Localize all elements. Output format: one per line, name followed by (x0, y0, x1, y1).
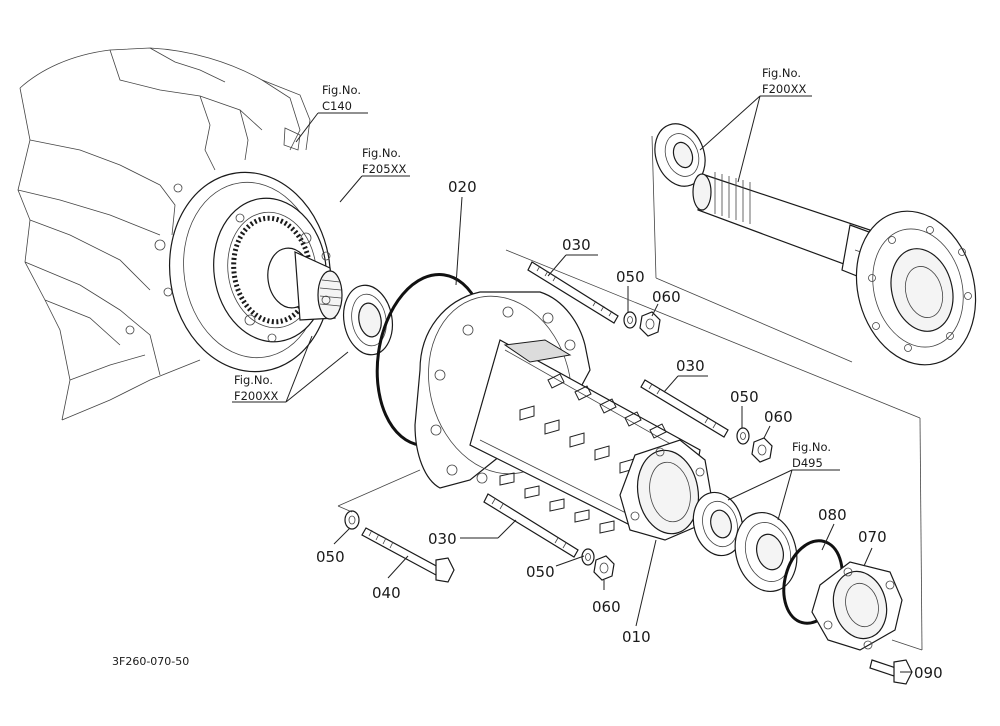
svg-text:F205XX: F205XX (362, 162, 406, 176)
fig-ref-f205xx: Fig.No. F205XX (362, 146, 406, 176)
svg-text:Fig.No.: Fig.No. (362, 146, 401, 160)
callout-050-left: 050 (316, 548, 345, 566)
bolt-040 (361, 527, 455, 583)
svg-text:F200XX: F200XX (762, 82, 806, 96)
transmission-housing (17, 47, 311, 421)
callout-030-top: 030 (562, 236, 591, 254)
svg-text:C140: C140 (322, 99, 352, 113)
svg-text:Fig.No.: Fig.No. (792, 440, 831, 454)
svg-text:F200XX: F200XX (234, 389, 278, 403)
washer-050-bottom (581, 548, 595, 566)
stud-030-bottom (483, 493, 579, 558)
callout-010: 010 (622, 628, 651, 646)
nut-060-middle (751, 437, 773, 463)
svg-text:Fig.No.: Fig.No. (234, 373, 273, 387)
drawing-code: 3F260-070-50 (112, 655, 189, 668)
callout-090: 090 (914, 664, 943, 682)
callout-040: 040 (372, 584, 401, 602)
leader-lines (232, 95, 923, 673)
svg-text:Fig.No.: Fig.No. (762, 66, 801, 80)
nut-060-top (639, 311, 661, 337)
fig-ref-f200xx-left: Fig.No. F200XX (234, 373, 278, 403)
fig-ref-f200xx-right: Fig.No. F200XX (762, 66, 806, 96)
callout-030-bottom: 030 (428, 530, 457, 548)
callout-060-top: 060 (652, 288, 681, 306)
callout-050-middle: 050 (730, 388, 759, 406)
fig-ref-c140: Fig.No. C140 (322, 83, 361, 113)
axle-shaft-right (654, 123, 977, 366)
callout-080: 080 (818, 506, 847, 524)
stud-030-middle (640, 379, 729, 438)
callout-050-bottom: 050 (526, 563, 555, 581)
callout-030-middle: 030 (676, 357, 705, 375)
callout-060-middle: 060 (764, 408, 793, 426)
bearing-cap-070 (811, 561, 903, 651)
callout-020: 020 (448, 178, 477, 196)
washer-050-left (344, 510, 360, 530)
callout-070: 070 (858, 528, 887, 546)
svg-text:Fig.No.: Fig.No. (322, 83, 361, 97)
washer-050-top (623, 311, 637, 329)
callout-050-top: 050 (616, 268, 645, 286)
nut-060-bottom (593, 555, 615, 581)
fig-ref-d495: Fig.No. D495 (792, 440, 831, 470)
callout-060-bottom: 060 (592, 598, 621, 616)
housing-flange (168, 171, 343, 373)
axle-housing-010 (414, 291, 713, 541)
svg-text:D495: D495 (792, 456, 823, 470)
seal-d495-1 (692, 491, 744, 557)
bearing-d495-2 (734, 511, 798, 593)
washer-050-middle (736, 427, 750, 445)
stud-030-top (527, 261, 619, 324)
